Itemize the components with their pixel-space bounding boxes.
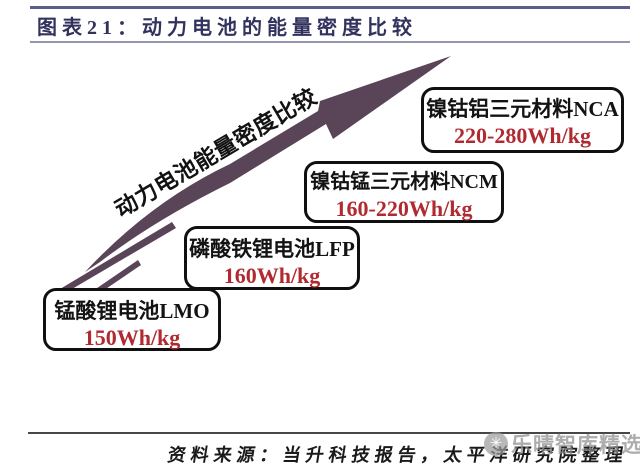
watermark: ✳ 乐晴智库精选 (484, 429, 640, 459)
battery-energy-density: 160-220Wh/kg (335, 196, 473, 221)
battery-energy-density: 160Wh/kg (223, 263, 321, 288)
battery-name: 锰酸锂电池LMO (54, 299, 210, 323)
title-underline (30, 41, 630, 43)
battery-box-lmo: 锰酸锂电池LMO 150Wh/kg (43, 288, 221, 351)
battery-name: 镍钴铝三元材料NCA (426, 97, 619, 121)
battery-energy-density: 150Wh/kg (83, 325, 181, 350)
battery-energy-density: 220-280Wh/kg (454, 123, 591, 148)
trend-arrow-shaft (85, 56, 451, 272)
top-rule (30, 6, 630, 9)
battery-box-ncm: 镍钴锰三元材料NCM 160-220Wh/kg (304, 161, 504, 223)
battery-box-lfp: 磷酸铁锂电池LFP 160Wh/kg (184, 226, 360, 290)
chart-title: 图表21：动力电池的能量密度比较 (37, 17, 417, 39)
footer-rule (28, 432, 630, 434)
watermark-logo-icon: ✳ (484, 432, 508, 456)
battery-name: 镍钴锰三元材料NCM (310, 171, 498, 193)
battery-name: 磷酸铁锂电池LFP (189, 237, 355, 261)
trend-arrow-tail-stroke-upper (50, 222, 176, 299)
watermark-text: 乐晴智库精选 (511, 434, 640, 457)
battery-box-nca: 镍钴铝三元材料NCA 220-280Wh/kg (421, 87, 624, 153)
